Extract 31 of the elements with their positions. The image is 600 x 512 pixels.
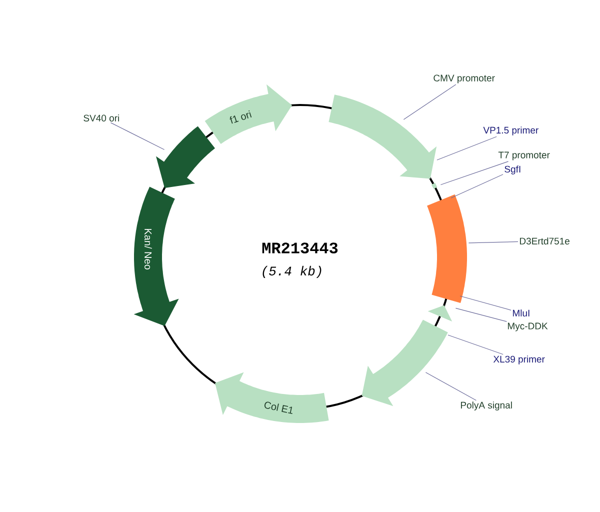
leader-line [455,308,507,322]
plasmid-feature: Kan/ Neo [134,186,179,326]
plasmid-name: MR213443 [262,242,338,254]
leader-line [448,334,504,355]
leader-line [460,296,512,310]
feature-label: VP1.5 primer [483,126,538,136]
plasmid-feature: f1 ori [204,84,292,144]
leader-line [425,372,476,401]
feature-label: PolyA signal [461,402,512,410]
plasmid-feature [328,94,437,179]
feature-label: CMV promoter [434,74,495,84]
feature-label: SV40 ori [84,114,119,122]
tag-feature [428,305,452,322]
leader-line [468,241,518,244]
plasmid-feature [431,182,438,189]
leader-line [440,161,509,186]
plasmid-size: (5.4 kb) [262,266,322,278]
leader-line [110,122,165,150]
feature-label: MluI [513,310,530,316]
feature-label: XL39 primer [493,356,545,364]
plasmid-feature [156,126,215,188]
feature-label: D3Ertd751e [520,238,570,244]
plasmid-feature: Col E1 [215,372,329,423]
feature-label: Myc-DDK [508,322,548,332]
plasmid-feature [427,194,467,303]
plasmid-feature [362,320,448,406]
leader-line [450,174,504,198]
leader-line [403,84,456,120]
feature-label: T7 promoter [498,152,550,160]
leader-line [436,136,497,160]
feature-label: SgfI [504,166,520,174]
